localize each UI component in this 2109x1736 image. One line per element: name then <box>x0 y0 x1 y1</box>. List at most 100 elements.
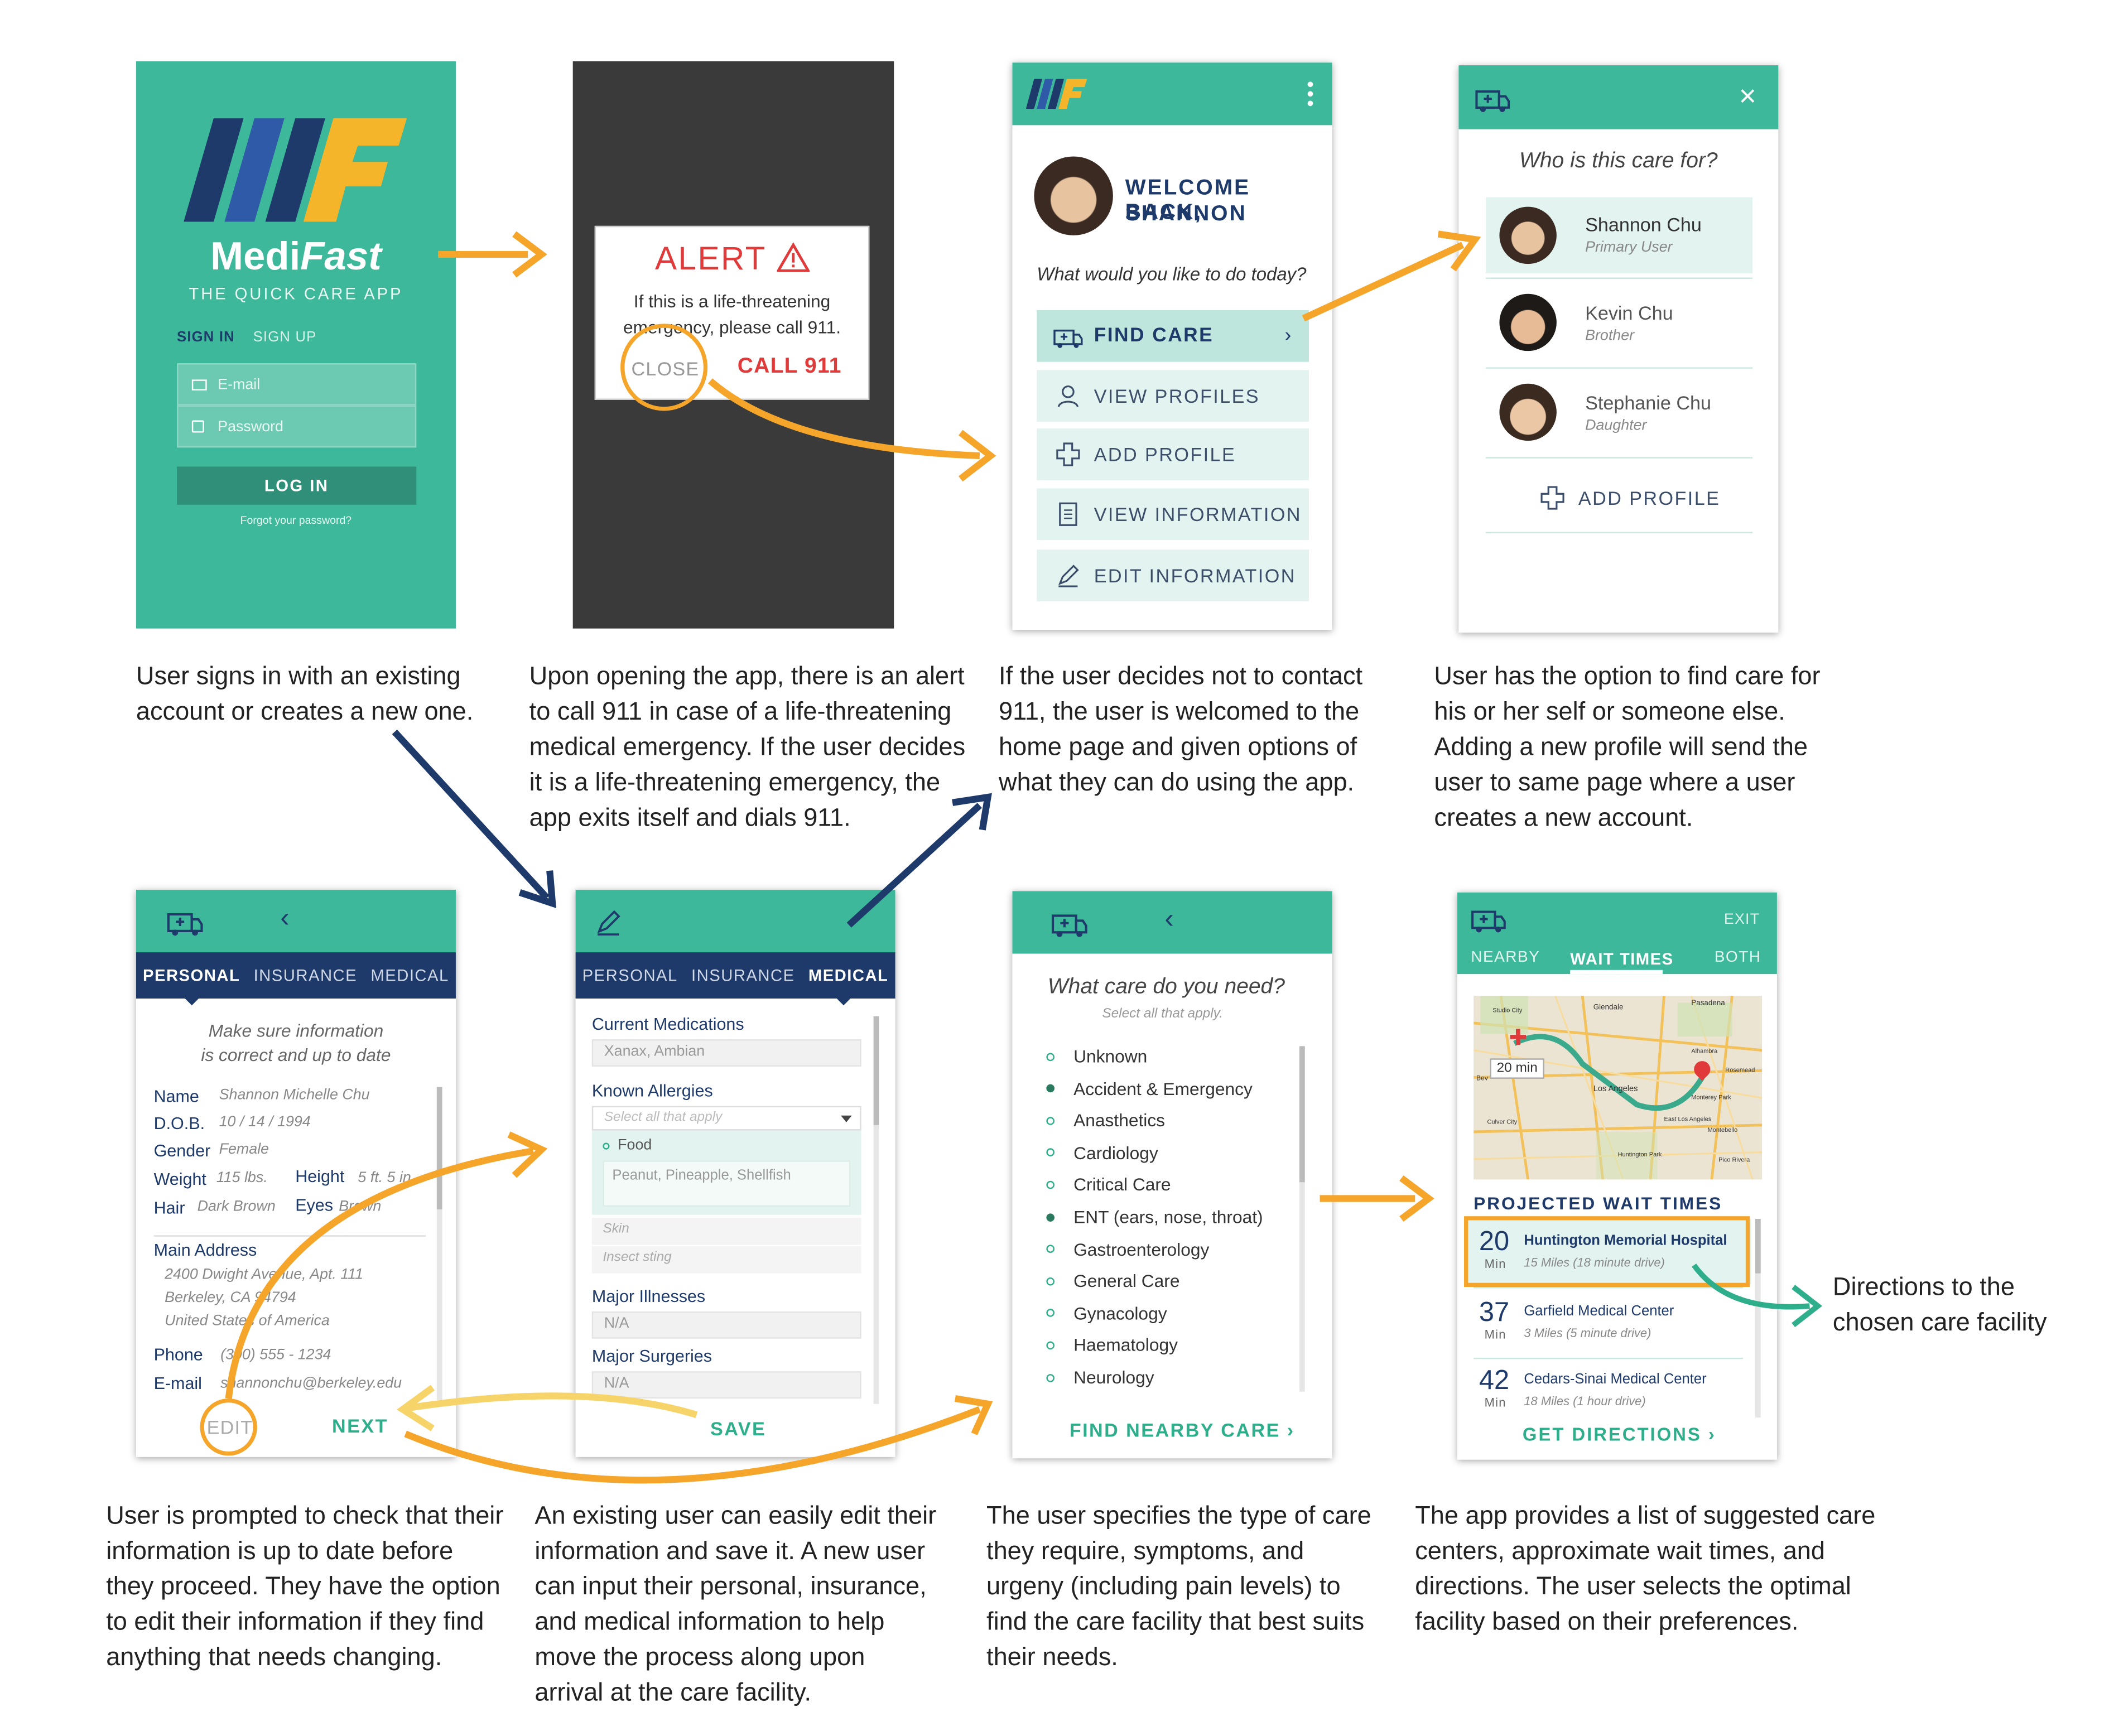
view-information-button[interactable]: VIEW INFORMATION <box>1037 488 1309 541</box>
tab-insurance[interactable]: INSURANCE <box>691 966 795 985</box>
scrollbar[interactable] <box>873 1016 879 1404</box>
allergy-food-field[interactable]: Peanut, Pineapple, Shellfish <box>603 1160 851 1207</box>
ambulance-icon[interactable] <box>1471 903 1506 933</box>
care-option-label: ENT (ears, nose, throat) <box>1073 1207 1263 1227</box>
scrollbar[interactable] <box>1299 1046 1305 1392</box>
care-option[interactable]: Neurology <box>1046 1367 1154 1388</box>
tab-medical[interactable]: MEDICAL <box>808 966 889 985</box>
edit-information-button[interactable]: EDIT INFORMATION <box>1037 549 1309 601</box>
caption-line: anything that needs changing. <box>106 1642 442 1671</box>
more-menu-icon[interactable] <box>1307 81 1313 107</box>
exit-button[interactable]: EXIT <box>1723 911 1760 928</box>
find-nearby-care-button[interactable]: FIND NEARBY CARE › <box>1069 1419 1295 1441</box>
map-label: Huntington Park <box>1617 1151 1662 1158</box>
back-chevron-icon[interactable]: ‹ <box>280 903 290 933</box>
eyes-label: Eyes <box>295 1195 333 1215</box>
caption-line: their needs. <box>986 1642 1118 1671</box>
tab-medical[interactable]: MEDICAL <box>370 966 449 985</box>
close-icon[interactable]: × <box>1739 79 1757 113</box>
radio-icon <box>1046 1309 1054 1318</box>
care-option[interactable]: Gastroenterology <box>1046 1239 1209 1259</box>
map[interactable]: ✚ 20 min Studio City Glendale Pasadena L… <box>1474 996 1763 1180</box>
call-911-button[interactable]: CALL 911 <box>737 355 842 378</box>
care-option[interactable]: Accident & Emergency <box>1046 1078 1253 1098</box>
ambulance-icon[interactable] <box>1475 83 1510 113</box>
view-profiles-button[interactable]: VIEW PROFILES <box>1037 370 1309 422</box>
medications-label: Current Medications <box>591 1015 744 1034</box>
allergy-skin[interactable]: Skin <box>591 1217 861 1245</box>
care-option-label: Gynacology <box>1073 1303 1167 1324</box>
tab-insurance[interactable]: INSURANCE <box>253 966 358 985</box>
radio-icon <box>1046 1245 1054 1253</box>
password-field[interactable]: Password <box>177 405 417 448</box>
email-field[interactable]: E-mail <box>177 363 417 406</box>
add-profile-button[interactable]: ADD PROFILE <box>1037 428 1309 480</box>
care-option[interactable]: Unknown <box>1046 1046 1147 1067</box>
map-label: Culver City <box>1487 1118 1518 1125</box>
caption-line: User is prompted to check that their <box>106 1500 504 1530</box>
medifast-logo-icon <box>1025 79 1087 109</box>
tab-sign-up[interactable]: SIGN UP <box>253 329 317 346</box>
caption-line: his or her self or someone else. <box>1434 696 1785 725</box>
scrollbar[interactable] <box>1755 1219 1761 1418</box>
add-profile-button[interactable]: ADD PROFILE <box>1540 486 1721 510</box>
care-option[interactable]: Cardiology <box>1046 1142 1158 1163</box>
divider <box>1486 457 1753 459</box>
care-option[interactable]: General Care <box>1046 1271 1179 1291</box>
find-care-button[interactable]: FIND CARE› <box>1037 310 1309 362</box>
weight-label: Weight <box>153 1170 206 1189</box>
address-line-2: Berkeley, CA 94794 <box>165 1289 296 1306</box>
care-option-label: Critical Care <box>1073 1174 1171 1195</box>
scrollbar[interactable] <box>436 1087 442 1400</box>
pencil-icon[interactable] <box>595 909 622 936</box>
caption-line: find the care facility that best suits <box>986 1607 1365 1636</box>
highlight-box-result <box>1464 1216 1750 1287</box>
tab-personal[interactable]: PERSONAL <box>142 966 240 985</box>
map-label: Pasadena <box>1691 1000 1725 1009</box>
care-option[interactable]: Haematology <box>1046 1335 1178 1356</box>
forgot-password-link[interactable]: Forgot your password? <box>240 514 352 527</box>
care-option-label: Neurology <box>1073 1367 1154 1388</box>
tab-nearby[interactable]: NEARBY <box>1471 949 1540 966</box>
next-button[interactable]: NEXT <box>332 1415 388 1437</box>
care-option-label: Anasthetics <box>1073 1110 1166 1131</box>
tab-personal[interactable]: PERSONAL <box>582 966 678 985</box>
log-in-button[interactable]: LOG IN <box>177 466 417 505</box>
ambulance-icon[interactable] <box>1051 908 1089 938</box>
map-label: Rosemead <box>1725 1066 1755 1074</box>
care-option[interactable]: Critical Care <box>1046 1175 1171 1195</box>
care-option[interactable]: Anasthetics <box>1046 1110 1165 1131</box>
allergy-food-panel[interactable]: Food Peanut, Pineapple, Shellfish <box>591 1130 861 1215</box>
get-directions-button[interactable]: GET DIRECTIONS › <box>1522 1424 1716 1445</box>
wait-unit: Min <box>1484 1396 1506 1410</box>
save-button[interactable]: SAVE <box>710 1417 767 1440</box>
back-chevron-icon[interactable]: ‹ <box>1164 904 1174 935</box>
surgeries-field[interactable]: N/A <box>591 1371 861 1399</box>
allergy-insect[interactable]: Insect sting <box>591 1246 861 1274</box>
care-option[interactable]: Gynacology <box>1046 1303 1167 1324</box>
illnesses-field[interactable]: N/A <box>591 1311 861 1339</box>
wait-unit: Min <box>1484 1328 1506 1342</box>
radio-icon <box>1046 1052 1054 1060</box>
divider <box>1474 1287 1743 1289</box>
welcome-line-2: SHANNON <box>1125 202 1247 226</box>
ambulance-icon[interactable] <box>166 906 204 936</box>
map-label: Los Angeles <box>1593 1086 1638 1094</box>
tab-both[interactable]: BOTH <box>1714 949 1761 966</box>
caption-line: creates a new account. <box>1434 802 1693 832</box>
tab-wait-times[interactable]: WAIT TIMES <box>1570 949 1674 969</box>
allergies-dropdown[interactable]: Select all that apply <box>591 1106 861 1131</box>
medications-field[interactable]: Xanax, Ambian <box>591 1039 861 1067</box>
caption-line: Upon opening the app, there is an alert <box>529 661 965 690</box>
tab-sign-in[interactable]: SIGN IN <box>177 329 235 346</box>
person-name[interactable]: Kevin Chu <box>1585 302 1673 324</box>
care-option[interactable]: ENT (ears, nose, throat) <box>1046 1207 1263 1227</box>
person-name[interactable]: Stephanie Chu <box>1585 392 1712 414</box>
